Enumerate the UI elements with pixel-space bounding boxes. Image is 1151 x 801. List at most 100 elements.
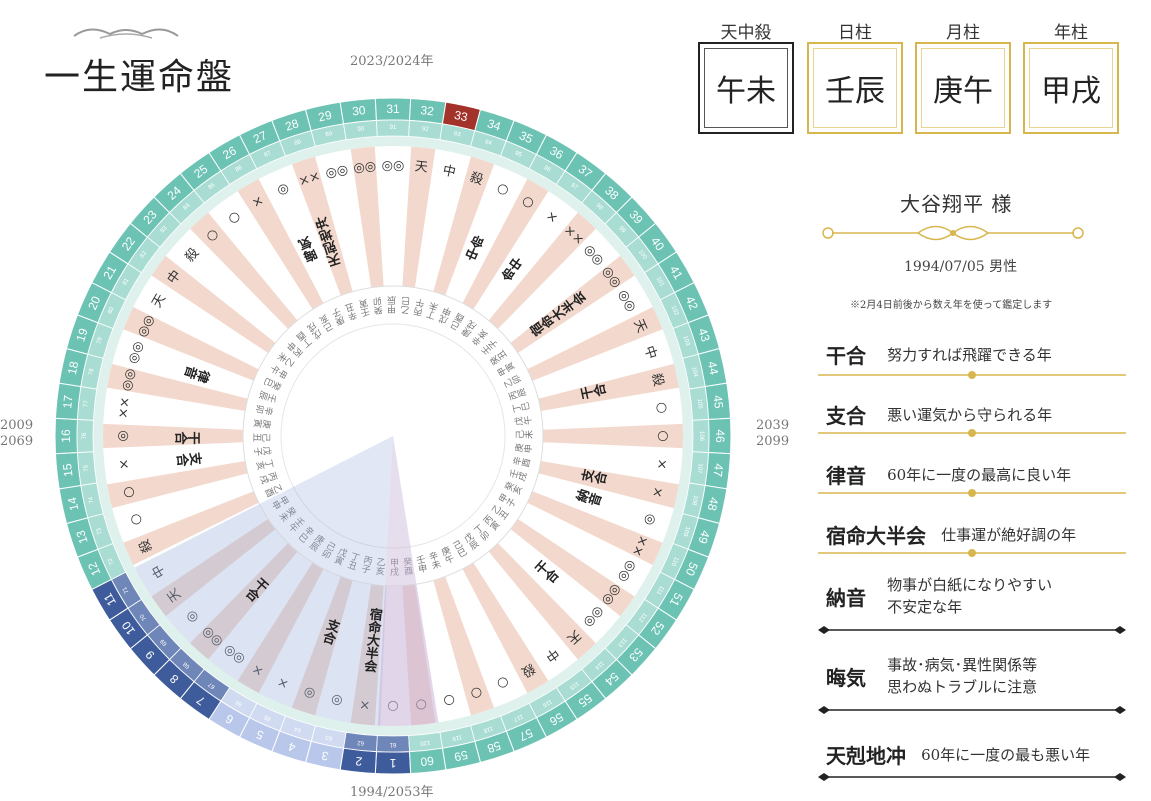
ray-band <box>151 519 276 617</box>
year-number: 92 <box>422 126 430 133</box>
year-number: 73 <box>96 526 104 535</box>
kanshi-label: 壬申 <box>413 554 427 575</box>
year-number: 71 <box>122 585 131 594</box>
age-number: 2 <box>354 754 362 769</box>
legend-term: 支合 <box>826 404 866 428</box>
age-number: 34 <box>486 116 503 134</box>
ray-band <box>291 576 353 716</box>
ray-band <box>538 363 679 411</box>
kanshi-label: 甲辰 <box>388 295 399 314</box>
kanshi-label: 庚寅 <box>252 416 273 429</box>
age-number: 14 <box>65 496 82 512</box>
age-number: 58 <box>485 738 502 756</box>
year-number: 115 <box>568 680 580 691</box>
kanshi-label: 己丑 <box>253 431 271 442</box>
ray-band <box>123 491 259 565</box>
age-number: 28 <box>283 116 300 134</box>
year-number: 80 <box>108 306 116 315</box>
year-number: 100 <box>637 249 648 261</box>
ray-band <box>542 423 683 449</box>
fortune-mark: ○ <box>653 401 669 414</box>
pillar-value: 壬辰 <box>825 74 885 109</box>
age-note: ※2月4日前後から数え年を使って鑑定します <box>850 300 1053 311</box>
year-number: 110 <box>669 556 679 568</box>
year-label-right: 2039 2099 <box>756 418 789 450</box>
age-number: 4 <box>286 739 297 754</box>
pillar-box: 甲戌 <box>1023 42 1119 134</box>
kanshi-label: 丁亥 <box>254 456 275 470</box>
year-number: 83 <box>160 225 169 234</box>
kanshi-label: 乙巳 <box>400 296 412 315</box>
kanshi-label: 癸酉 <box>401 556 414 577</box>
center-circle <box>280 323 506 549</box>
legend-desc: 物事が白紙になりやすい 不安定な年 <box>887 574 1052 618</box>
year-label-left: 2009 2069 <box>0 418 33 450</box>
ray-band <box>190 543 298 660</box>
age-number: 18 <box>65 360 82 376</box>
legend-term: 納音 <box>826 585 866 610</box>
fortune-mark: ◎◎ <box>126 339 147 365</box>
fortune-mark: × <box>649 485 666 499</box>
pillar-box: 壬辰 <box>807 42 903 134</box>
person-name: 大谷翔平 様 <box>900 192 1013 216</box>
year-number: 104 <box>690 366 698 378</box>
age-number: 29 <box>317 108 333 125</box>
fortune-mark: ○ <box>495 180 511 198</box>
age-number: 36 <box>547 143 566 162</box>
fortune-mark: ◎◎ <box>119 367 138 392</box>
kanshi-label: 戊子 <box>253 444 273 456</box>
fortune-wheel: 161○262×363◎464◎565×666×767◎◎868◎◎969◎10… <box>54 97 732 775</box>
ray-band <box>402 146 436 288</box>
year-number: 108 <box>690 495 698 507</box>
ray-band <box>462 179 549 310</box>
year-number: 96 <box>543 165 552 174</box>
birth-info: 1994/07/05 男性 <box>904 259 1018 275</box>
ray-band <box>237 562 324 693</box>
year-number: 107 <box>696 463 703 474</box>
ray-band <box>538 461 679 509</box>
pillar-value: 庚午 <box>933 74 993 109</box>
year-number: 66 <box>234 698 243 707</box>
pillar-month: 月柱 庚午 <box>915 18 1011 134</box>
legend-kaiki: 晦気 事故･病気･異性関係等 思わぬトラブルに注意 <box>826 654 1037 698</box>
title-ornament <box>73 28 179 39</box>
fortune-mark: × <box>653 458 669 470</box>
year-number: 91 <box>390 125 397 131</box>
fortune-mark: ×× <box>297 169 322 190</box>
age-number: 42 <box>683 294 701 312</box>
legend-desc-line: 思わぬトラブルに注意 <box>887 678 1038 696</box>
age-number: 56 <box>547 710 566 729</box>
year-number: 84 <box>182 202 191 211</box>
fortune-mark: ◎ <box>302 684 317 702</box>
legend-term: 晦気 <box>826 665 866 690</box>
tenchusatsu-center <box>259 436 393 586</box>
ray-band <box>103 423 244 449</box>
pillar-header: 年柱 <box>1054 23 1088 43</box>
legend-desc: 努力すれば飛躍できる年 <box>887 345 1052 364</box>
year-number: 81 <box>122 277 131 286</box>
age-number: 16 <box>59 429 73 443</box>
fortune-mark: ○ <box>442 692 456 709</box>
ray-band <box>237 179 324 310</box>
year-number: 99 <box>617 225 626 234</box>
legend-term: 宿命大半会 <box>826 524 926 548</box>
legend-separator <box>818 429 1126 437</box>
legend-desc-line: 不安定な年 <box>887 598 963 616</box>
ray-band <box>488 212 596 329</box>
year-number: 65 <box>263 713 272 721</box>
age-number: 3 <box>320 748 330 763</box>
year-number: 102 <box>670 305 680 317</box>
year-label-top: 2023/2024年 <box>350 54 434 69</box>
year-label-left-2: 2069 <box>0 434 34 449</box>
kanshi-label: 丁巳 <box>511 402 531 416</box>
kanshi-label: 辛酉 <box>510 456 532 470</box>
pillar-tenchusatsu: 天中殺 午未 <box>698 18 794 134</box>
fortune-mark: 殺 <box>137 537 156 555</box>
ray-band <box>433 576 495 716</box>
ray-band <box>510 255 635 353</box>
pillar-box: 庚午 <box>915 42 1011 134</box>
fortune-mark: ◎◎ <box>324 162 349 181</box>
age-number: 45 <box>711 394 726 409</box>
year-cell <box>408 731 443 752</box>
legend-term: 天剋地冲 <box>826 744 906 768</box>
